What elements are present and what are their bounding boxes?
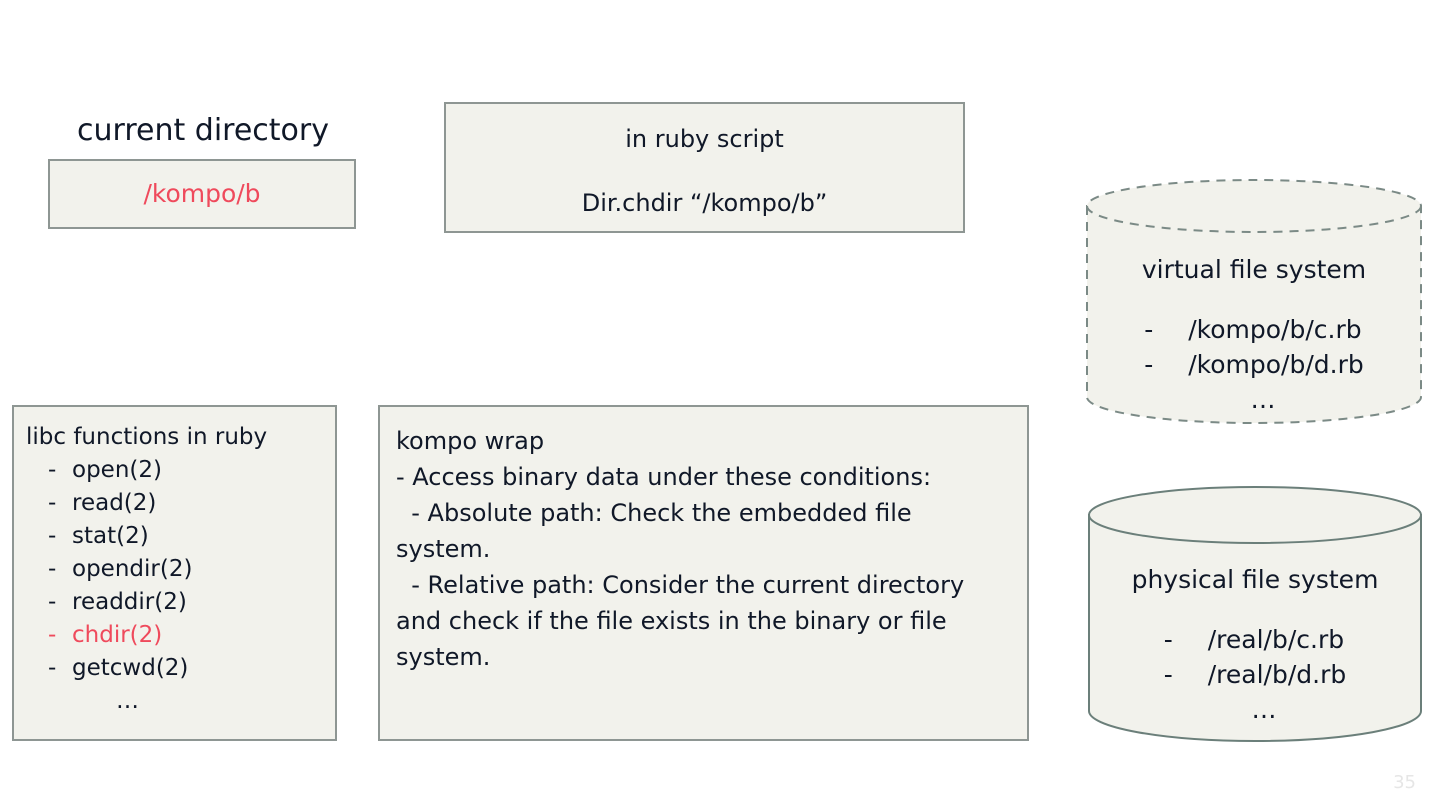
list-item: - opendir(2) bbox=[26, 553, 325, 586]
libc-item-label: opendir(2) bbox=[72, 556, 193, 582]
list-item: - stat(2) bbox=[26, 520, 325, 553]
list-item: - getcwd(2) bbox=[26, 652, 325, 685]
libc-item-label: open(2) bbox=[72, 457, 162, 483]
current-directory-value: /kompo/b bbox=[143, 179, 261, 208]
cylinder-shape-dashed bbox=[1086, 179, 1422, 424]
libc-item-label: read(2) bbox=[72, 490, 157, 516]
page-number: 35 bbox=[1393, 772, 1416, 793]
cylinder-shape-solid bbox=[1088, 486, 1422, 742]
physical-file-system-title: physical file system bbox=[1131, 565, 1379, 594]
current-directory-title: current directory bbox=[77, 113, 329, 148]
dash-marker: - bbox=[48, 655, 57, 681]
libc-functions-title: libc functions in ruby bbox=[26, 424, 268, 450]
file-path: /kompo/b/c.rb bbox=[1188, 315, 1362, 344]
list-item: - read(2) bbox=[26, 487, 325, 520]
dash-marker: - bbox=[48, 523, 57, 549]
list-item-highlighted: - chdir(2) bbox=[26, 619, 325, 652]
file-path: /real/b/d.rb bbox=[1207, 660, 1347, 689]
dash-marker: - bbox=[48, 457, 57, 483]
list-item: - /kompo/b/c.rb bbox=[1144, 312, 1364, 347]
ruby-script-title: in ruby script bbox=[625, 125, 784, 153]
current-directory-box: /kompo/b bbox=[48, 159, 356, 229]
physical-file-system-ellipsis: … bbox=[1251, 695, 1277, 724]
list-item: - /real/b/d.rb bbox=[1164, 657, 1346, 692]
dash-marker: - bbox=[48, 556, 57, 582]
kompo-wrap-title: kompo wrap bbox=[396, 427, 545, 455]
dash-marker: - bbox=[1144, 315, 1154, 344]
dash-marker: - bbox=[1163, 625, 1173, 654]
dash-marker: - bbox=[1163, 660, 1173, 689]
kompo-wrap-line: - Absolute path: Check the embedded file… bbox=[396, 499, 920, 563]
libc-ellipsis: … bbox=[116, 688, 139, 714]
libc-item-label: getcwd(2) bbox=[72, 655, 189, 681]
virtual-file-system-ellipsis: … bbox=[1250, 385, 1276, 414]
virtual-file-system-title: virtual file system bbox=[1141, 255, 1367, 284]
physical-file-system-cylinder: physical file system - /real/b/c.rb - /r… bbox=[1087, 485, 1423, 747]
libc-functions-box: libc functions in ruby - open(2) - read(… bbox=[12, 405, 337, 741]
dash-marker: - bbox=[48, 490, 57, 516]
dash-marker: - bbox=[48, 589, 57, 615]
ruby-script-code: Dir.chdir “/kompo/b” bbox=[581, 189, 828, 217]
physical-file-system-list: - /real/b/c.rb - /real/b/d.rb … bbox=[1164, 622, 1346, 727]
libc-item-label: readdir(2) bbox=[72, 589, 187, 615]
list-item: - /kompo/b/d.rb bbox=[1144, 347, 1364, 382]
kompo-wrap-line: - Relative path: Consider the current di… bbox=[396, 571, 972, 671]
kompo-wrap-line: - Access binary data under these conditi… bbox=[396, 463, 932, 491]
virtual-file-system-content: virtual file system - /kompo/b/c.rb - /k… bbox=[1085, 254, 1423, 417]
libc-item-label: stat(2) bbox=[72, 523, 149, 549]
file-path: /kompo/b/d.rb bbox=[1188, 350, 1364, 379]
virtual-file-system-cylinder: virtual file system - /kompo/b/c.rb - /k… bbox=[1085, 178, 1423, 425]
virtual-file-system-list: - /kompo/b/c.rb - /kompo/b/d.rb … bbox=[1144, 312, 1364, 417]
dash-marker: - bbox=[1144, 350, 1154, 379]
dash-marker: - bbox=[48, 622, 57, 648]
kompo-wrap-box: kompo wrap - Access binary data under th… bbox=[378, 405, 1029, 741]
list-item: - /real/b/c.rb bbox=[1164, 622, 1346, 657]
list-item: - readdir(2) bbox=[26, 586, 325, 619]
ruby-script-box: in ruby script Dir.chdir “/kompo/b” bbox=[444, 102, 965, 233]
list-item: - open(2) bbox=[26, 454, 325, 487]
libc-item-label: chdir(2) bbox=[72, 622, 163, 648]
file-path: /real/b/c.rb bbox=[1207, 625, 1345, 654]
physical-file-system-content: physical file system - /real/b/c.rb - /r… bbox=[1087, 564, 1423, 727]
